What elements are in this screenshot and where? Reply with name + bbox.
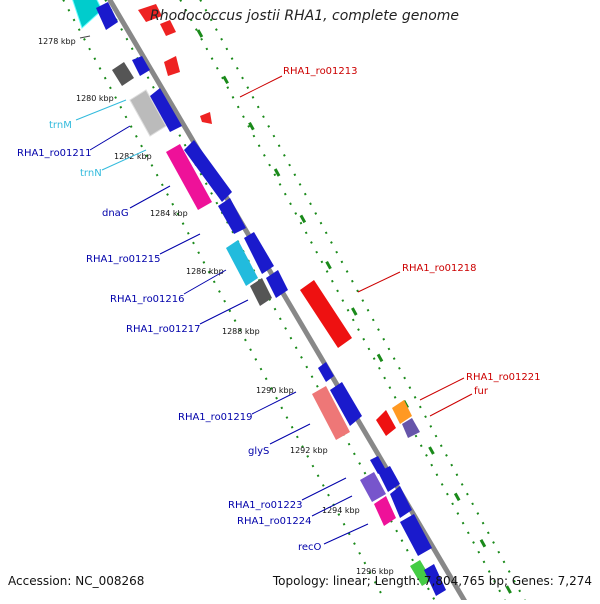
gene-blue-top bbox=[96, 2, 118, 30]
track-guides bbox=[62, 0, 528, 604]
track-tick-line bbox=[196, 29, 519, 604]
leader-ro01221 bbox=[419, 377, 465, 401]
scale-ticks: 1278 kbp 1280 kbp 1282 kbp 1284 kbp 1286… bbox=[38, 35, 394, 576]
gene-ro01221 bbox=[376, 410, 396, 436]
label-ro01213: RHA1_ro01213 bbox=[283, 66, 358, 77]
gene-ro01217-b bbox=[266, 270, 288, 298]
label-trnM: trnM bbox=[49, 120, 72, 131]
gene-ro01216 bbox=[226, 240, 258, 286]
gene-purple-small bbox=[402, 418, 420, 438]
forward-labels: RHA1_ro01213 RHA1_ro01218 RHA1_ro01221 f… bbox=[239, 66, 541, 417]
label-ro01215: RHA1_ro01215 bbox=[86, 254, 161, 265]
track-guide-forward-b bbox=[199, 0, 528, 604]
gene-fur bbox=[392, 400, 412, 424]
gene-trnM-region bbox=[129, 89, 167, 137]
track-ticks bbox=[196, 29, 519, 604]
gene-red-small bbox=[164, 56, 180, 76]
label-ro01219: RHA1_ro01219 bbox=[178, 412, 253, 423]
label-ro01211: RHA1_ro01211 bbox=[17, 148, 92, 159]
gene-red-top-2 bbox=[160, 20, 176, 36]
leader-ro01213 bbox=[239, 75, 283, 98]
tick-label-1286: 1286 kbp bbox=[186, 267, 224, 276]
reverse-labels: trnM RHA1_ro01211 trnN dnaG RHA1_ro01215… bbox=[17, 99, 369, 553]
label-fur: fur bbox=[474, 386, 489, 397]
gene-ro01217 bbox=[250, 278, 272, 306]
tick-label-1278: 1278 kbp bbox=[38, 37, 76, 46]
gene-ro01219 bbox=[312, 386, 350, 440]
label-ro01216: RHA1_ro01216 bbox=[110, 294, 185, 305]
gene-cyan-top bbox=[72, 0, 103, 29]
label-ro01218: RHA1_ro01218 bbox=[402, 263, 477, 274]
accession-text: Accession: NC_008268 bbox=[8, 574, 145, 588]
leader-ro01211 bbox=[89, 125, 131, 151]
reverse-genes bbox=[72, 0, 446, 596]
gene-ro01218 bbox=[300, 280, 352, 348]
leader-trnM bbox=[75, 99, 127, 121]
label-glyS: glyS bbox=[248, 446, 269, 457]
gene-dnaG bbox=[166, 144, 212, 210]
leader-ro01219 bbox=[251, 391, 297, 415]
gene-ro01223 bbox=[360, 472, 386, 502]
label-ro01221: RHA1_ro01221 bbox=[466, 372, 541, 383]
topology-text: Topology: linear; Length: 7,804,765 bp; … bbox=[272, 574, 592, 588]
tick-label-1280: 1280 kbp bbox=[76, 94, 114, 103]
tick-label-1284: 1284 kbp bbox=[150, 209, 188, 218]
gene-green-bottom bbox=[410, 560, 432, 586]
leader-ro01216 bbox=[183, 269, 227, 295]
gene-small-blue-2 bbox=[370, 456, 386, 474]
leader-ro01215 bbox=[159, 233, 201, 255]
leader-trnN bbox=[101, 149, 147, 171]
label-recO: recO bbox=[298, 542, 322, 553]
gene-small-blue-1 bbox=[318, 362, 334, 382]
gene-ro01213 bbox=[200, 112, 212, 124]
label-ro01223: RHA1_ro01223 bbox=[228, 500, 303, 511]
tick-label-1294: 1294 kbp bbox=[322, 506, 360, 515]
track-guide-forward-a bbox=[179, 0, 508, 604]
leader-glyS bbox=[269, 423, 311, 445]
label-dnaG: dnaG bbox=[102, 208, 129, 219]
gene-ro01224-b bbox=[390, 486, 412, 518]
tick-label-1292: 1292 kbp bbox=[290, 446, 328, 455]
gene-ro01215-b bbox=[218, 198, 246, 234]
leader-ro01217 bbox=[199, 299, 249, 325]
leader-dnaG bbox=[129, 185, 171, 209]
label-ro01217: RHA1_ro01217 bbox=[126, 324, 201, 335]
tick-label-1288: 1288 kbp bbox=[222, 327, 260, 336]
leader-recO bbox=[323, 523, 369, 545]
label-trnN: trnN bbox=[80, 168, 102, 179]
map-title: Rhodococcus jostii RHA1, complete genome bbox=[150, 8, 460, 24]
gene-blue-bottom bbox=[424, 564, 446, 596]
gene-ro01224 bbox=[374, 496, 396, 526]
leader-ro01218 bbox=[357, 271, 401, 293]
tick-label-1296: 1296 kbp bbox=[356, 567, 394, 576]
leader-ro01223 bbox=[301, 477, 347, 501]
label-ro01224: RHA1_ro01224 bbox=[237, 516, 312, 527]
gene-grey-1 bbox=[112, 62, 134, 86]
tick-label-1290: 1290 kbp bbox=[256, 386, 294, 395]
gene-recO bbox=[400, 514, 432, 556]
gene-ro01216-b bbox=[244, 232, 274, 274]
leader-ro01224 bbox=[311, 495, 353, 517]
tick-mark-1278 bbox=[79, 35, 91, 39]
gene-ro01211 bbox=[150, 88, 182, 132]
forward-genes bbox=[138, 4, 420, 438]
gene-glyS bbox=[330, 382, 362, 426]
gene-ro01223-b bbox=[378, 466, 400, 492]
leader-fur bbox=[429, 393, 473, 417]
track-guide-outer-reverse bbox=[104, 0, 438, 604]
gene-blue-small bbox=[132, 56, 150, 76]
gene-ro01215-a bbox=[184, 140, 232, 202]
gene-red-top-1 bbox=[138, 4, 162, 22]
